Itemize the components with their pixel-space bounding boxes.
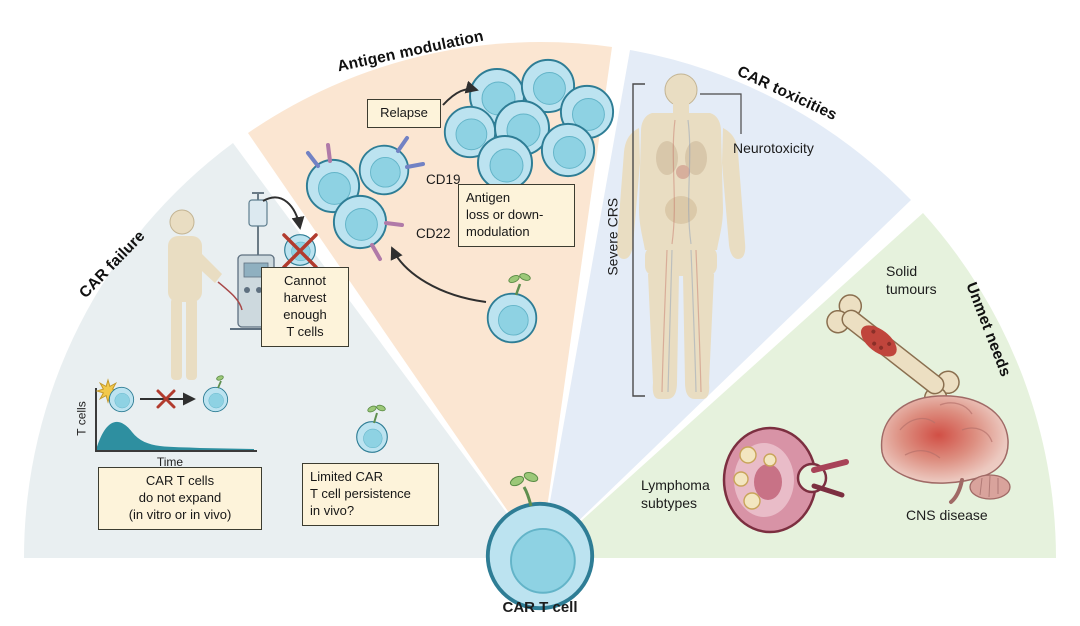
arrow-cell-to-group — [390, 246, 487, 303]
single-car-t-cell — [486, 273, 538, 344]
organ-hints — [656, 141, 707, 224]
brain-illustration — [880, 395, 1011, 504]
chart-area-curve — [96, 421, 254, 451]
transduced-cell — [108, 386, 135, 413]
car-t-cell-group — [305, 136, 425, 261]
chart-x-label: Time — [156, 455, 184, 469]
cns-disease-label: CNS disease — [906, 507, 988, 523]
human-body-figure — [616, 73, 746, 399]
chart-axes — [95, 388, 257, 452]
crossed-out-cell — [282, 233, 318, 269]
small-cell — [202, 386, 229, 413]
persistence-box: Limited CAR T cell persistence in vivo? — [302, 463, 439, 526]
harvest-box: Cannot harvest enough T cells — [261, 267, 349, 347]
lymph-node-illustration — [722, 426, 849, 534]
patient-figure — [168, 209, 222, 380]
relapse-box: Relapse — [367, 99, 441, 128]
neurotoxicity-label: Neurotoxicity — [733, 140, 814, 156]
arrow-machine-to-cell — [262, 196, 305, 230]
solid-tumours-label: Solid tumours — [886, 263, 937, 297]
red-cross-icon — [156, 389, 176, 409]
arrow-relapse-to-cluster — [442, 80, 479, 106]
cd19-label: CD19 — [426, 172, 461, 187]
severe-crs-label: Severe CRS — [604, 197, 621, 276]
car-t-cell-label: CAR T cell — [502, 599, 578, 616]
wedge-car-failure — [23, 143, 540, 558]
chart-y-label: T cells — [74, 401, 89, 436]
lymphoma-subtypes-label: Lymphoma subtypes — [641, 477, 710, 511]
persistence-cell — [356, 404, 388, 453]
center-car-t-cell — [485, 472, 595, 611]
antigen-loss-box: Antigen loss or down- modulation — [458, 184, 575, 247]
neurotoxicity-pointer — [700, 93, 742, 134]
expansion-chart — [95, 375, 257, 452]
severe-crs-bracket — [632, 83, 645, 397]
cd22-label: CD22 — [416, 226, 451, 241]
expand-box: CAR T cells do not expand (in vitro or i… — [98, 467, 262, 530]
